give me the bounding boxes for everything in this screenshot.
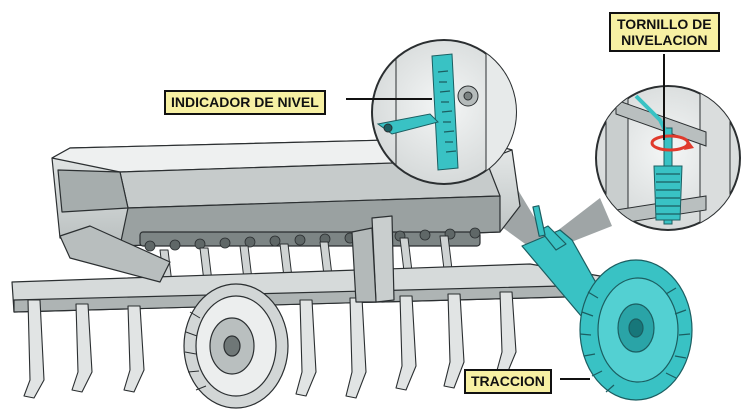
leveling-screw-label-line2: NIVELACION xyxy=(621,32,708,48)
leveling-screw-label-line1: TORNILLO DE xyxy=(617,16,712,32)
leveling-screw-label: TORNILLO DE NIVELACION xyxy=(609,12,720,52)
level-indicator-label: INDICADOR DE NIVEL xyxy=(164,90,326,115)
traction-assembly xyxy=(521,205,693,401)
seeder-machine xyxy=(11,137,693,409)
leader-lines xyxy=(346,54,665,380)
traction-label: TRACCION xyxy=(464,369,552,394)
leveling-screw-zoom xyxy=(595,85,741,231)
ground-wheel xyxy=(183,283,289,409)
